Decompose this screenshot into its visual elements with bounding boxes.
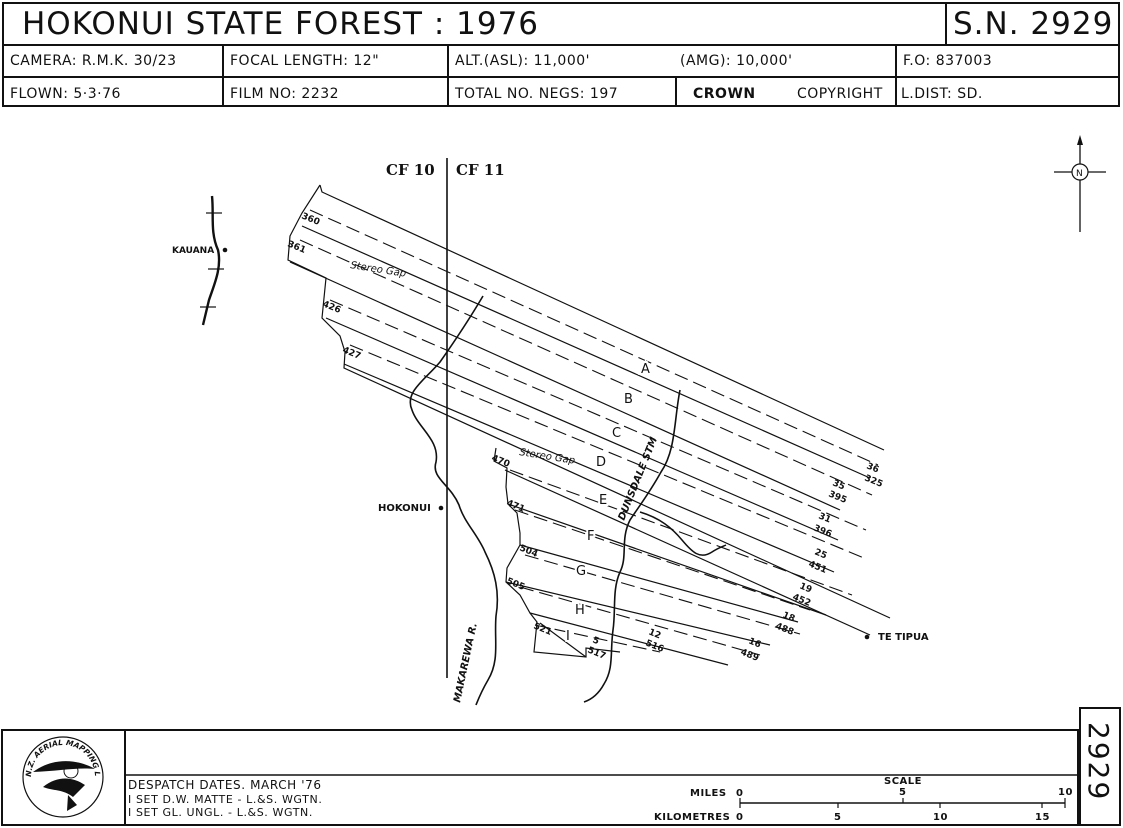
photo-label-517: 517 <box>586 646 607 662</box>
photo-label-31: 31 <box>817 512 832 526</box>
run-label-e: E <box>599 493 607 508</box>
km-label: KILOMETRES <box>654 812 731 823</box>
photo-label-35: 35 <box>831 479 846 493</box>
photo-label-18: 18 <box>781 611 796 625</box>
miles-tick-0: 0 <box>736 788 744 799</box>
photo-label-16: 16 <box>747 637 762 651</box>
run-label-f: F <box>587 529 594 544</box>
film-field: FILM NO: 2232 <box>230 86 340 102</box>
altitude-amg-field: (AMG): 10,000' <box>680 53 793 69</box>
header-col-4 <box>895 44 897 107</box>
km-tick-0: 0 <box>736 812 744 823</box>
run-label-c: C <box>612 426 621 441</box>
crown-field: CROWN <box>693 86 756 102</box>
despatch-line-1: I SET D.W. MATTE - L.&S. WGTN. <box>128 793 323 806</box>
map-title: HOKONUI STATE FOREST : 1976 <box>22 6 540 42</box>
ldist-field: L.DIST: SD. <box>901 86 983 102</box>
negs-field: TOTAL NO. NEGS: 197 <box>455 86 619 102</box>
dunsdale-stream <box>583 389 681 703</box>
header-divider-2 <box>2 76 1120 78</box>
km-tick-15: 15 <box>1035 812 1050 823</box>
altitude-asl-field: ALT.(ASL): 11,000' <box>455 53 590 69</box>
run-label-g: G <box>576 564 586 579</box>
header-box <box>2 2 1120 107</box>
photo-label-471: 471 <box>505 499 526 515</box>
photo-label-426: 426 <box>321 300 342 316</box>
header-col-1 <box>222 44 224 107</box>
hokonui-point <box>438 505 444 511</box>
header-col-2 <box>447 44 449 107</box>
logo-text: N.Z. AERIAL MAPPING LTD <box>24 738 102 779</box>
sheet-number-box <box>1079 707 1121 826</box>
run-label-h: H <box>575 603 585 618</box>
north-arrow-icon: N <box>1054 135 1106 232</box>
photo-label-521: 521 <box>532 622 553 638</box>
kauana-label: KAUANA <box>172 246 214 256</box>
flown-field: FLOWN: 5·3·76 <box>10 86 121 102</box>
zone-right-label: CF 11 <box>456 161 505 179</box>
photo-label-516: 516 <box>644 639 665 655</box>
photo-label-489: 489 <box>739 648 760 664</box>
header-sn-divider <box>945 2 947 45</box>
miles-tick-5: 5 <box>899 787 907 798</box>
scale-title: SCALE <box>884 776 922 787</box>
photo-label-25: 25 <box>813 548 828 562</box>
makarewa-river <box>409 295 499 706</box>
flight-lines <box>299 209 879 656</box>
header-divider-1 <box>2 44 1120 46</box>
run-label-d: D <box>596 455 606 470</box>
despatch-line-2: I SET GL. UNGL. - L.&S. WGTN. <box>128 806 313 819</box>
despatch-dates: DESPATCH DATES. MARCH '76 <box>128 778 322 792</box>
photo-label-504: 504 <box>518 544 539 560</box>
km-tick-10: 10 <box>933 812 948 823</box>
run-letters: A B C D E F G H I <box>564 360 652 646</box>
hokonui-label: HOKONUI <box>378 503 431 514</box>
photo-label-395: 395 <box>827 490 848 506</box>
sheet-number-header: S.N. 2929 <box>953 6 1114 42</box>
railway-line <box>201 195 221 326</box>
photo-label-470: 470 <box>490 454 511 470</box>
fo-field: F.O: 837003 <box>903 53 993 69</box>
run-label-a: A <box>641 362 650 377</box>
photo-label-451: 451 <box>807 560 828 576</box>
miles-tick-10: 10 <box>1058 787 1073 798</box>
photo-label-19: 19 <box>798 582 813 596</box>
run-label-i: I <box>566 629 570 644</box>
footer-box <box>1 729 1079 826</box>
makarewa-label: MAKAREWA R. <box>452 622 480 704</box>
nz-aerial-mapping-logo: N.Z. AERIAL MAPPING LTD <box>22 736 104 818</box>
flight-run-boundaries <box>287 184 891 658</box>
camera-field: CAMERA: R.M.K. 30/23 <box>10 53 177 69</box>
photo-start-numbers: 360 361 426 427 470 471 504 505 521 <box>286 212 553 638</box>
svg-text:N: N <box>1076 169 1083 179</box>
te-tipua-label: TE TIPUA <box>878 632 929 643</box>
photo-label-325: 325 <box>863 474 884 490</box>
header-col-3 <box>675 76 677 107</box>
sheet-number-vertical: 2929 <box>1082 722 1115 802</box>
miles-label: MILES <box>690 788 727 799</box>
stereo-gap-label-1: Stereo Gap <box>350 260 407 280</box>
zone-left-label: CF 10 <box>386 161 435 179</box>
run-label-b: B <box>624 392 633 407</box>
run-edges <box>289 225 871 666</box>
photo-label-5: 5 <box>591 636 601 648</box>
km-tick-5: 5 <box>834 812 842 823</box>
photo-label-12: 12 <box>647 628 662 642</box>
copyright-field: COPYRIGHT <box>797 86 883 102</box>
photo-label-36: 36 <box>865 462 880 476</box>
focal-length-field: FOCAL LENGTH: 12" <box>230 53 380 69</box>
kauana-point <box>222 247 228 253</box>
te-tipua-point <box>864 634 870 640</box>
